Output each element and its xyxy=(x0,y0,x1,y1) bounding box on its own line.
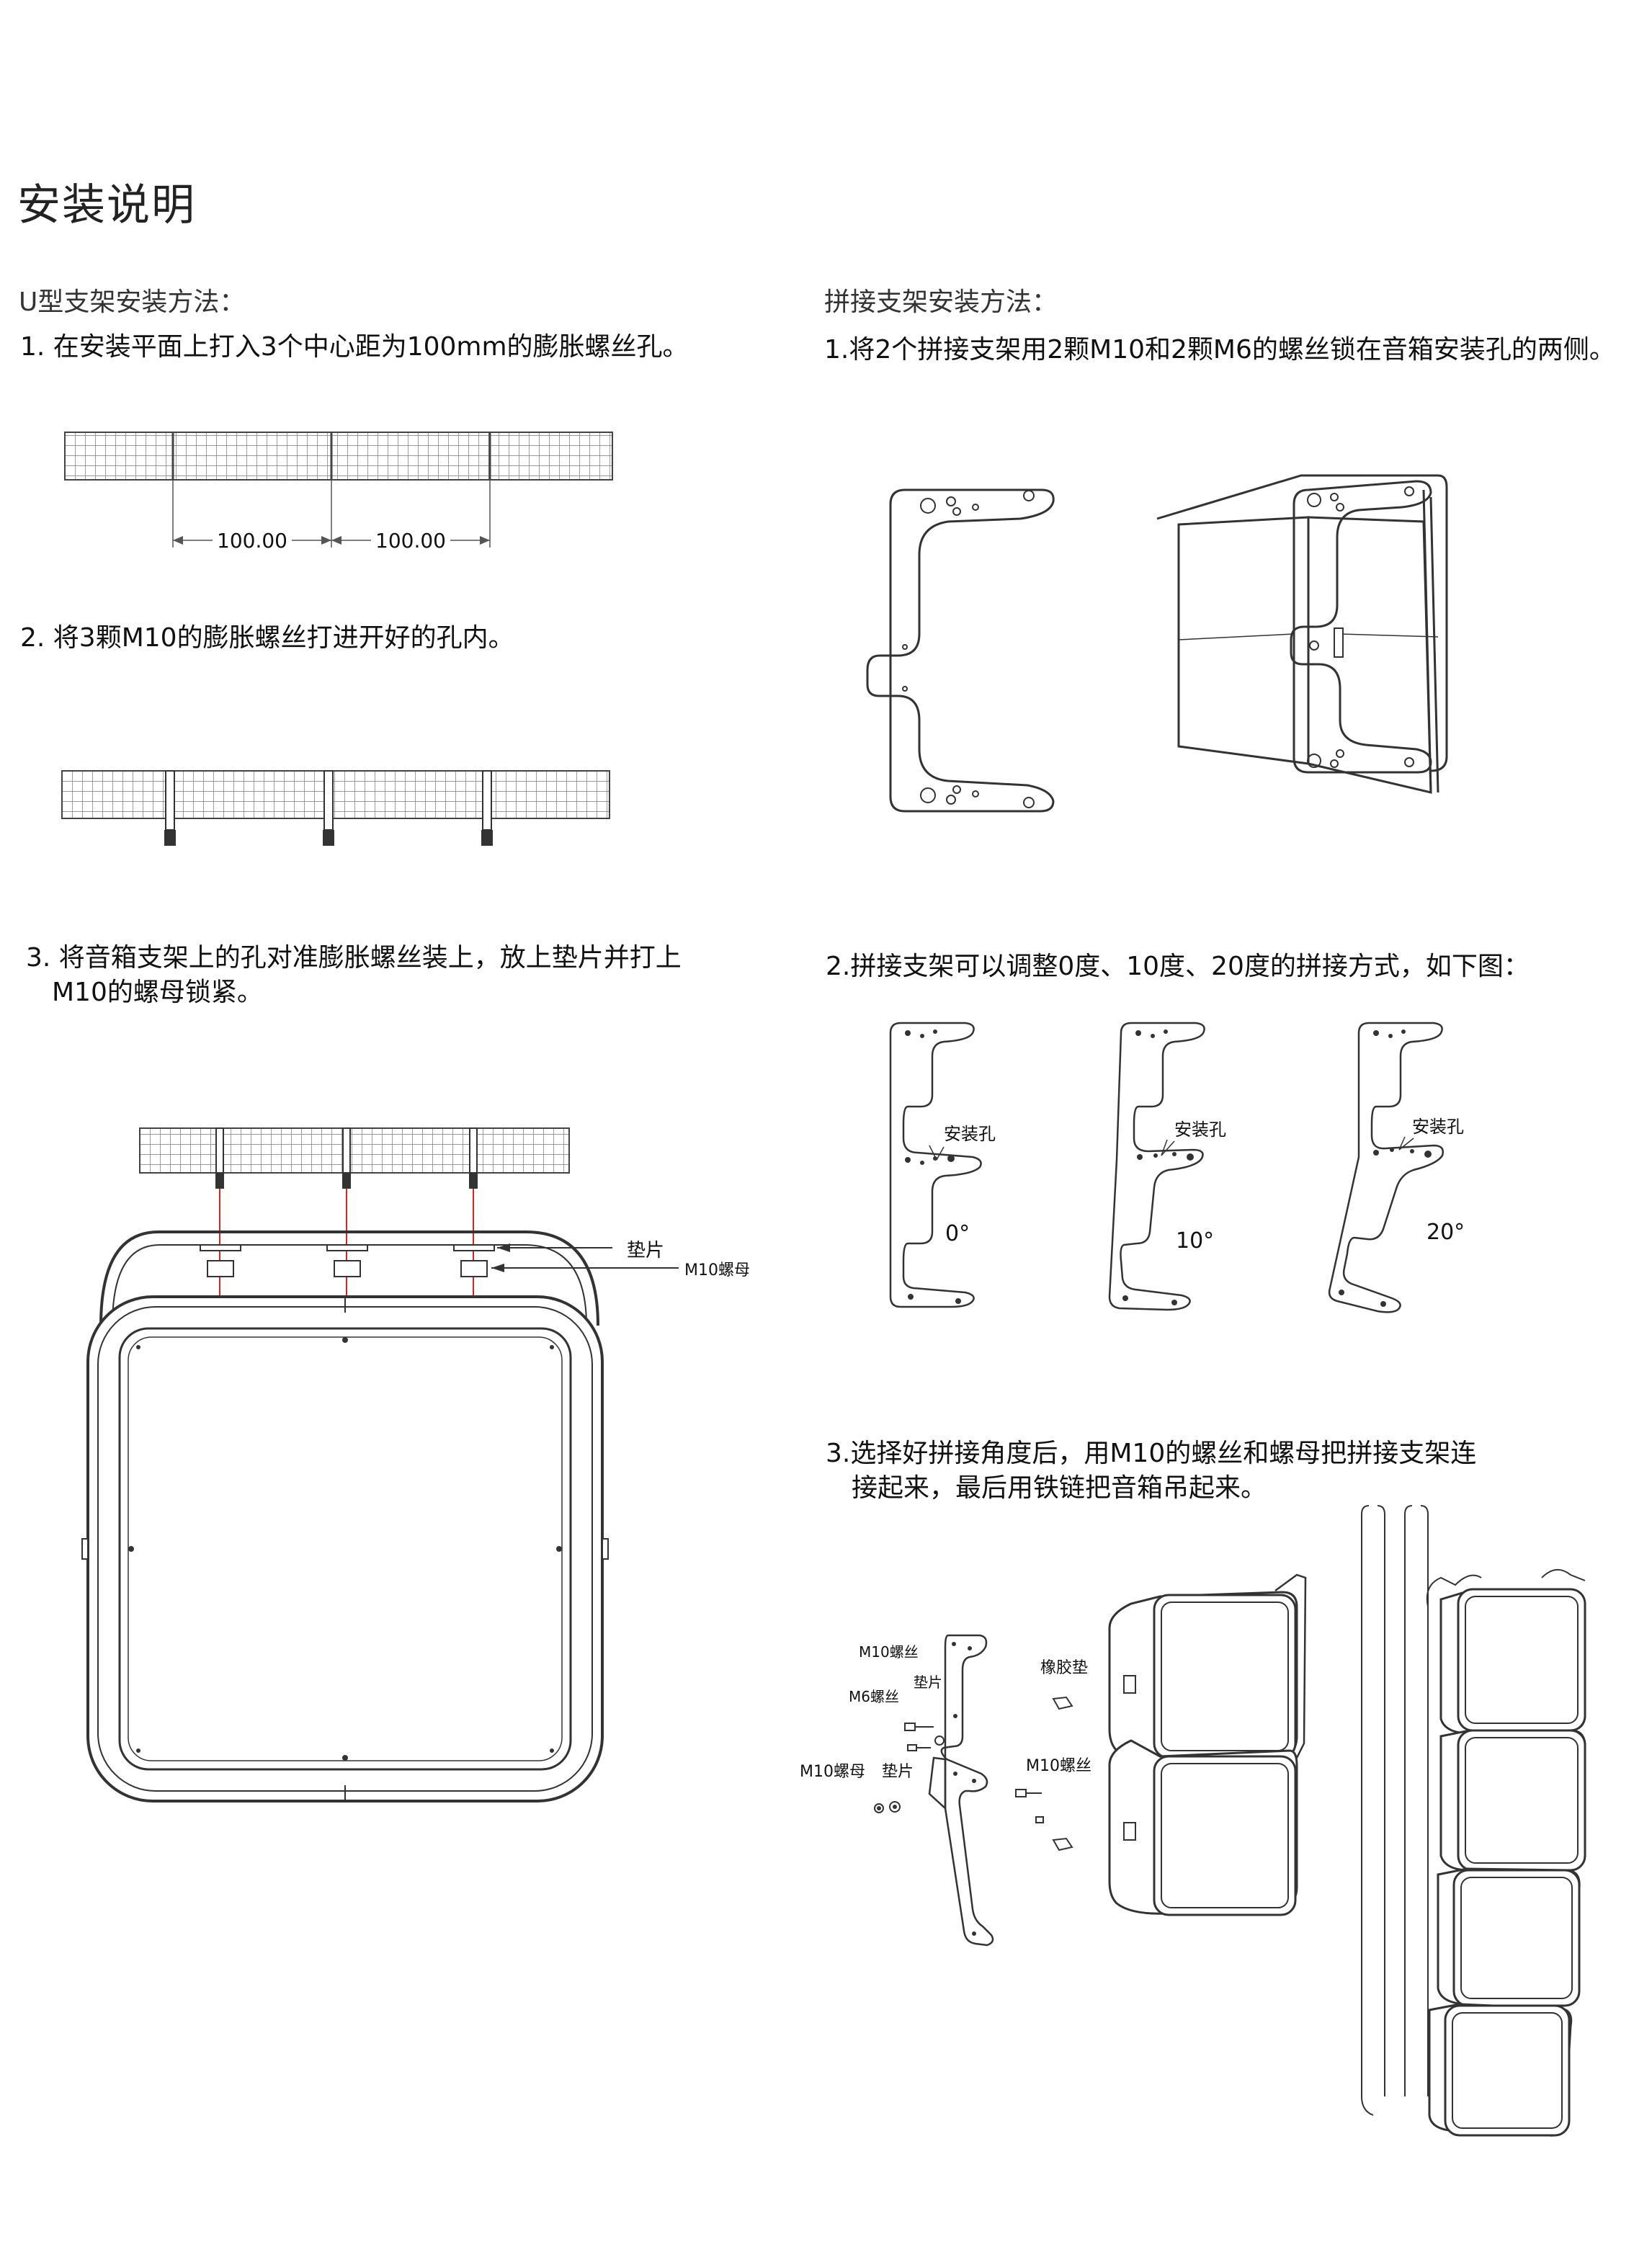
splice-bracket-figure xyxy=(866,474,1448,813)
hole-label-10: 安装孔 xyxy=(1174,1120,1226,1140)
m10-nut-label: M10螺母 xyxy=(684,1261,750,1279)
left-step-1: 1. 在安装平面上打入3个中心距为100mm的膨胀螺丝孔。 xyxy=(20,332,689,362)
anchor-bolts xyxy=(164,770,493,846)
splice-bracket-heading: 拼接支架安装方法： xyxy=(824,287,1058,317)
hole-label-0: 安装孔 xyxy=(944,1124,996,1144)
page-title: 安装说明 xyxy=(17,180,196,231)
rubber-pad-label: 橡胶垫 xyxy=(1040,1659,1088,1677)
wall-anchors-figure xyxy=(61,770,610,846)
m10-nut-label-right: M10螺母 xyxy=(800,1763,865,1781)
washer-label: 垫片 xyxy=(627,1240,664,1261)
u-bracket-heading: U型支架安装方法： xyxy=(19,287,246,317)
washer-label-b: 垫片 xyxy=(882,1763,914,1781)
m10-screw-label-b: M10螺丝 xyxy=(1026,1757,1091,1775)
right-step-2: 2.拼接支架可以调整0度、10度、20度的拼接方式，如下图： xyxy=(826,952,1530,981)
angle-label-20: 20° xyxy=(1426,1220,1465,1245)
dimension-label-2: 100.00 xyxy=(375,529,446,553)
angle-label-0: 0° xyxy=(945,1221,970,1246)
left-step-3-line-1: 3. 将音箱支架上的孔对准膨胀螺丝装上，放上垫片并打上 xyxy=(26,943,682,973)
dimension-label-1: 100.00 xyxy=(217,529,287,553)
m6-screw-label: M6螺丝 xyxy=(849,1688,899,1705)
right-step-1: 1.将2个拼接支架用2颗M10和2颗M6的螺丝锁在音箱安装孔的两侧。 xyxy=(824,335,1615,365)
angle-label-10: 10° xyxy=(1176,1228,1214,1254)
rigging-assembly-figure: M10螺丝 M6螺丝 垫片 M10螺母 垫片 橡胶垫 M10螺丝 xyxy=(800,1505,1586,2137)
washer-label-a: 垫片 xyxy=(914,1674,942,1691)
right-step-3-line-2: 接起来，最后用铁链把音箱吊起来。 xyxy=(852,1473,1267,1503)
left-step-3-line-2: M10的螺母锁紧。 xyxy=(52,978,263,1007)
hole-label-20: 安装孔 xyxy=(1412,1117,1464,1137)
angle-options-figure: 安装孔 安装孔 安装孔 0° 10° 20° xyxy=(889,1022,1465,1313)
wall-dimension-figure: 100.00 100.00 xyxy=(64,432,613,553)
left-step-2: 2. 将3颗M10的膨胀螺丝打进开好的孔内。 xyxy=(20,623,514,653)
right-step-3-line-1: 3.选择好拼接角度后，用M10的螺丝和螺母把拼接支架连 xyxy=(826,1439,1477,1468)
u-bracket-speaker-figure: 垫片 M10螺母 xyxy=(81,1127,750,1802)
m10-screw-label: M10螺丝 xyxy=(859,1643,919,1661)
